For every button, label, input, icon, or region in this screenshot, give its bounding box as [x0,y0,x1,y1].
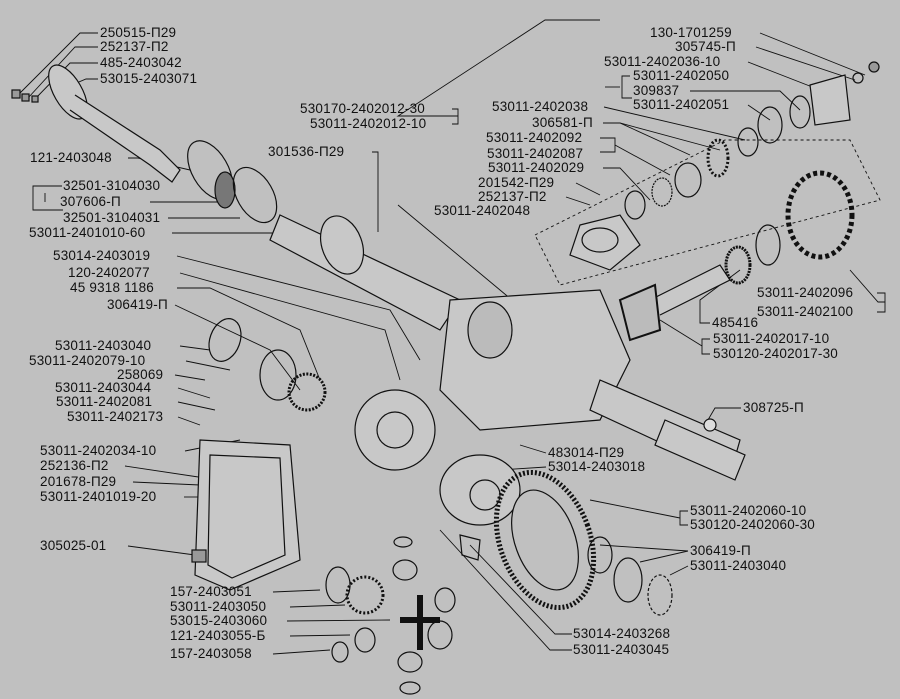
part-label: 32501-3104031 [63,210,161,225]
part-label: 485416 [712,315,759,330]
part-label: 53011-2401010-60 [29,225,146,240]
part-label: 258069 [117,367,164,382]
part-label: 201678-П29 [40,474,117,489]
part-label: 53011-2402048 [434,203,531,218]
part-label: 485-2403042 [100,55,182,70]
part-label: 53011-2402092 [486,130,583,145]
part-label: 53014-2403018 [548,459,646,474]
part-label: 530170-2402012-30 [300,101,426,116]
part-label: 252137-П2 [478,189,547,204]
part-label: 53011-2402081 [56,394,153,409]
part-label: 53011-2402100 [757,304,854,319]
part-label: 121-2403048 [30,150,112,165]
part-label: 121-2403055-Б [170,628,266,643]
part-label: 53011-2402051 [633,97,730,112]
part-label: 530120-2402060-30 [690,517,816,532]
part-label: 53015-2403071 [100,71,198,86]
part-label: 53011-2402173 [67,409,164,424]
part-label: 53011-2403040 [690,558,787,573]
part-label: 53011-2403044 [55,380,152,395]
part-label: 53011-2402034-10 [40,443,157,458]
part-label: 53011-2402050 [633,68,730,83]
part-label: 301536-П29 [268,144,345,159]
part-label: 309837 [633,83,680,98]
differential-parts [191,318,673,695]
part-label: 53011-2403045 [573,642,670,657]
part-label: 53014-2403019 [53,248,151,263]
part-label: 53011-2402017-10 [713,331,830,346]
part-label: 306419-П [107,297,168,312]
part-label: 305025-01 [40,538,107,553]
part-label: 32501-3104030 [63,178,161,193]
part-label: 53011-2402096 [757,285,854,300]
part-label: 53011-2402060-10 [690,503,807,518]
part-label: 53011-2402079-10 [29,353,146,368]
part-label: 252137-П2 [100,39,169,54]
part-label: 53011-2402087 [487,146,584,161]
part-label: 53011-2403050 [170,599,267,614]
part-label: 250515-П29 [100,25,177,40]
part-label: 53011-2402012-10 [310,116,427,131]
part-label: 306419-П [690,543,751,558]
part-label: 201542-П29 [478,175,555,190]
part-label: 307606-П [60,194,121,209]
part-label: 53011-2402036-10 [604,54,721,69]
part-label: 53015-2403060 [170,613,268,628]
part-label: 130-1701259 [650,25,732,40]
part-label: 306581-П [532,115,593,130]
part-label: 53014-2403268 [573,626,671,641]
part-label: 305745-П [675,39,736,54]
part-label: 53011-2402038 [492,99,589,114]
part-label: 530120-2402017-30 [713,346,839,361]
pinion-parts [569,61,880,342]
part-label: 53011-2401019-20 [40,489,157,504]
part-label: 157-2403058 [170,646,252,661]
part-label: 308725-П [743,400,804,415]
axle-housing [269,214,746,481]
part-label: 252136-П2 [40,458,109,473]
part-label: 483014-П29 [548,445,625,460]
part-label: 157-2403051 [170,584,252,599]
part-label: 53011-2403040 [55,338,152,353]
part-label: 53011-2402029 [488,160,585,175]
part-label: 45 9318 1186 [70,280,154,295]
part-label: 120-2402077 [68,265,150,280]
axle-shaft [11,64,278,224]
